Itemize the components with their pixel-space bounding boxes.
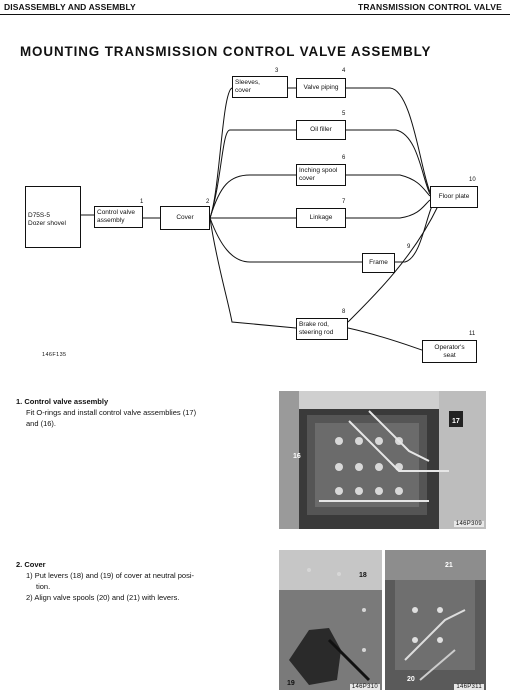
box-line: cover [299,174,315,182]
box-line: Control valve [97,209,135,216]
header-chapter-label: TRANSMISSION CONTROL VALVE [357,2,502,12]
page-header: DISASSEMBLY AND ASSEMBLY TRANSMISSION CO… [0,0,510,16]
valve-spools-photo: 21 20 146P311 [385,550,486,690]
step-number-4: 4 [342,68,346,74]
photo-callout-16: 16 [293,453,301,460]
step-number-5: 5 [342,111,346,117]
box-line: cover [235,86,251,94]
step-number-8: 8 [342,309,346,315]
step-number-6: 6 [342,155,346,161]
header-section-label: DISASSEMBLY AND ASSEMBLY [4,2,136,12]
flow-diagram-connectors [80,87,439,351]
step-2-text: 1) Put levers (18) and (19) of cover at … [26,570,194,603]
control-valve-photo: 17 16 146P309 [279,391,486,529]
box-label: Linkage [309,214,333,222]
step-1-text: Fit O-rings and install control valve as… [26,407,196,429]
box-label: Oil filler [310,126,332,134]
operator-seat-box: Operator's seat [422,340,477,363]
frame-box: Frame [362,253,395,273]
step-number-9: 9 [407,244,411,250]
step-number-7: 7 [342,199,346,205]
box-line: Inching spool [299,167,338,174]
diagram-figure-code: 146F135 [42,352,67,358]
photo-code: 146P310 [349,684,380,690]
step-2-title: 2. Cover [16,560,46,569]
box-line: Operator's [434,344,465,351]
linkage-box: Linkage [296,208,346,228]
photo-code: 146P311 [454,684,484,690]
box-label: Frame [369,259,388,267]
step-number-10: 10 [469,177,476,183]
text-line: tion. [36,582,51,591]
inching-spool-cover-box: Inching spool cover [296,164,346,186]
text-line: 1) Put levers (18) and (19) of cover at … [26,571,194,580]
control-valve-photo-image [279,391,486,529]
oil-filler-box: Oil filler [296,120,346,140]
sleeves-cover-box: Sleeves, cover [232,76,288,98]
step-number-11: 11 [469,331,476,337]
machine-type-line: Dozer shovel [28,219,66,227]
photo-callout-18: 18 [359,572,367,579]
box-label: Cover [176,214,194,222]
box-line: seat [443,351,456,359]
valve-spools-photo-image [385,550,486,690]
cover-levers-photo: 18 19 146P310 [279,550,382,690]
text-line: and (16). [26,419,57,428]
step-1-title: 1. Control valve assembly [16,397,109,406]
box-label: Valve piping [303,84,339,92]
photo-callout-20: 20 [407,676,415,683]
box-label: Floor plate [438,193,470,201]
cover-box: Cover [160,206,210,230]
step-number-2: 2 [206,199,210,205]
photo-callout-17: 17 [452,418,460,425]
floor-plate-box: Floor plate [430,186,478,208]
control-valve-assembly-box: Control valve assembly [94,206,143,228]
header-rule [0,14,510,15]
photo-code: 146P309 [453,521,484,527]
photo-callout-21: 21 [445,562,453,569]
machine-model-line: D75S-5 [28,212,51,219]
box-line: assembly [97,216,125,224]
page-title: MOUNTING TRANSMISSION CONTROL VALVE ASSE… [20,44,432,59]
cover-levers-photo-image [279,550,382,690]
box-line: Sleeves, [235,79,260,86]
valve-piping-box: Valve piping [296,78,346,98]
box-line: Brake rod, [299,321,329,328]
box-line: steering rod [299,328,334,336]
photo-callout-19: 19 [287,680,295,687]
text-line: 2) Align valve spools (20) and (21) with… [26,593,180,602]
step-number-3: 3 [275,68,279,74]
machine-model-box: D75S-5 Dozer shovel [25,186,81,248]
step-number-1: 1 [140,199,144,205]
text-line: Fit O-rings and install control valve as… [26,408,197,417]
brake-steering-rod-box: Brake rod, steering rod [296,318,348,340]
